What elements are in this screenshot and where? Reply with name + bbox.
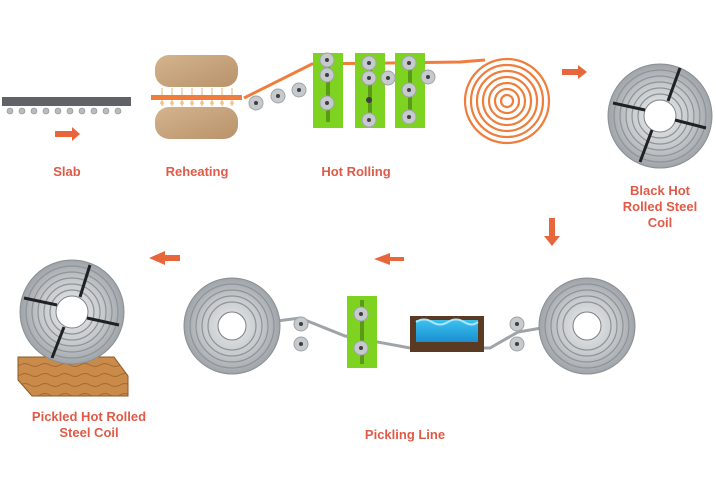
slab-arrow-icon [55, 127, 80, 141]
hot-coil-winding [463, 57, 551, 145]
roll-stand-1 [313, 52, 343, 128]
pickling-uncoiler-right [538, 277, 636, 375]
down-arrow-icon [544, 218, 560, 246]
pickling-rollers-right [509, 316, 525, 352]
pickled-coil [17, 259, 129, 397]
furnace-bottom [155, 107, 238, 139]
acid-bath [410, 316, 484, 352]
label-pickling-line: Pickling Line [364, 427, 446, 442]
black-coil [607, 63, 713, 169]
hot-strip [243, 58, 486, 100]
label-reheating: Reheating [165, 164, 229, 179]
pickling-rollers-left [293, 316, 309, 352]
heated-slab [151, 95, 242, 100]
slab-rollers [6, 107, 122, 115]
slab-bar [2, 97, 131, 106]
label-pickled-coil: Pickled Hot Rolled Steel Coil [31, 409, 147, 440]
pickling-arrow-icon [374, 253, 404, 265]
conveyor-rollers [248, 82, 307, 111]
hot-rolling-arrow-icon [562, 65, 587, 79]
label-slab: Slab [53, 164, 81, 179]
slab-stage [2, 97, 131, 141]
label-hot-rolling: Hot Rolling [321, 164, 391, 179]
roll-stand-3 [395, 53, 436, 128]
pickling-roll-stand [347, 296, 377, 368]
label-black-coil: Black Hot Rolled Steel Coil [622, 183, 698, 230]
pickling-line [183, 253, 636, 375]
wood-block [17, 356, 129, 397]
left-arrow-icon [149, 251, 180, 265]
furnace-rollers [160, 101, 234, 105]
roll-stand-2 [355, 53, 396, 128]
reheating-furnace [151, 55, 242, 139]
furnace-top [155, 55, 238, 87]
pickling-uncoiler-left [183, 277, 281, 375]
hot-rolling-line [243, 52, 587, 145]
